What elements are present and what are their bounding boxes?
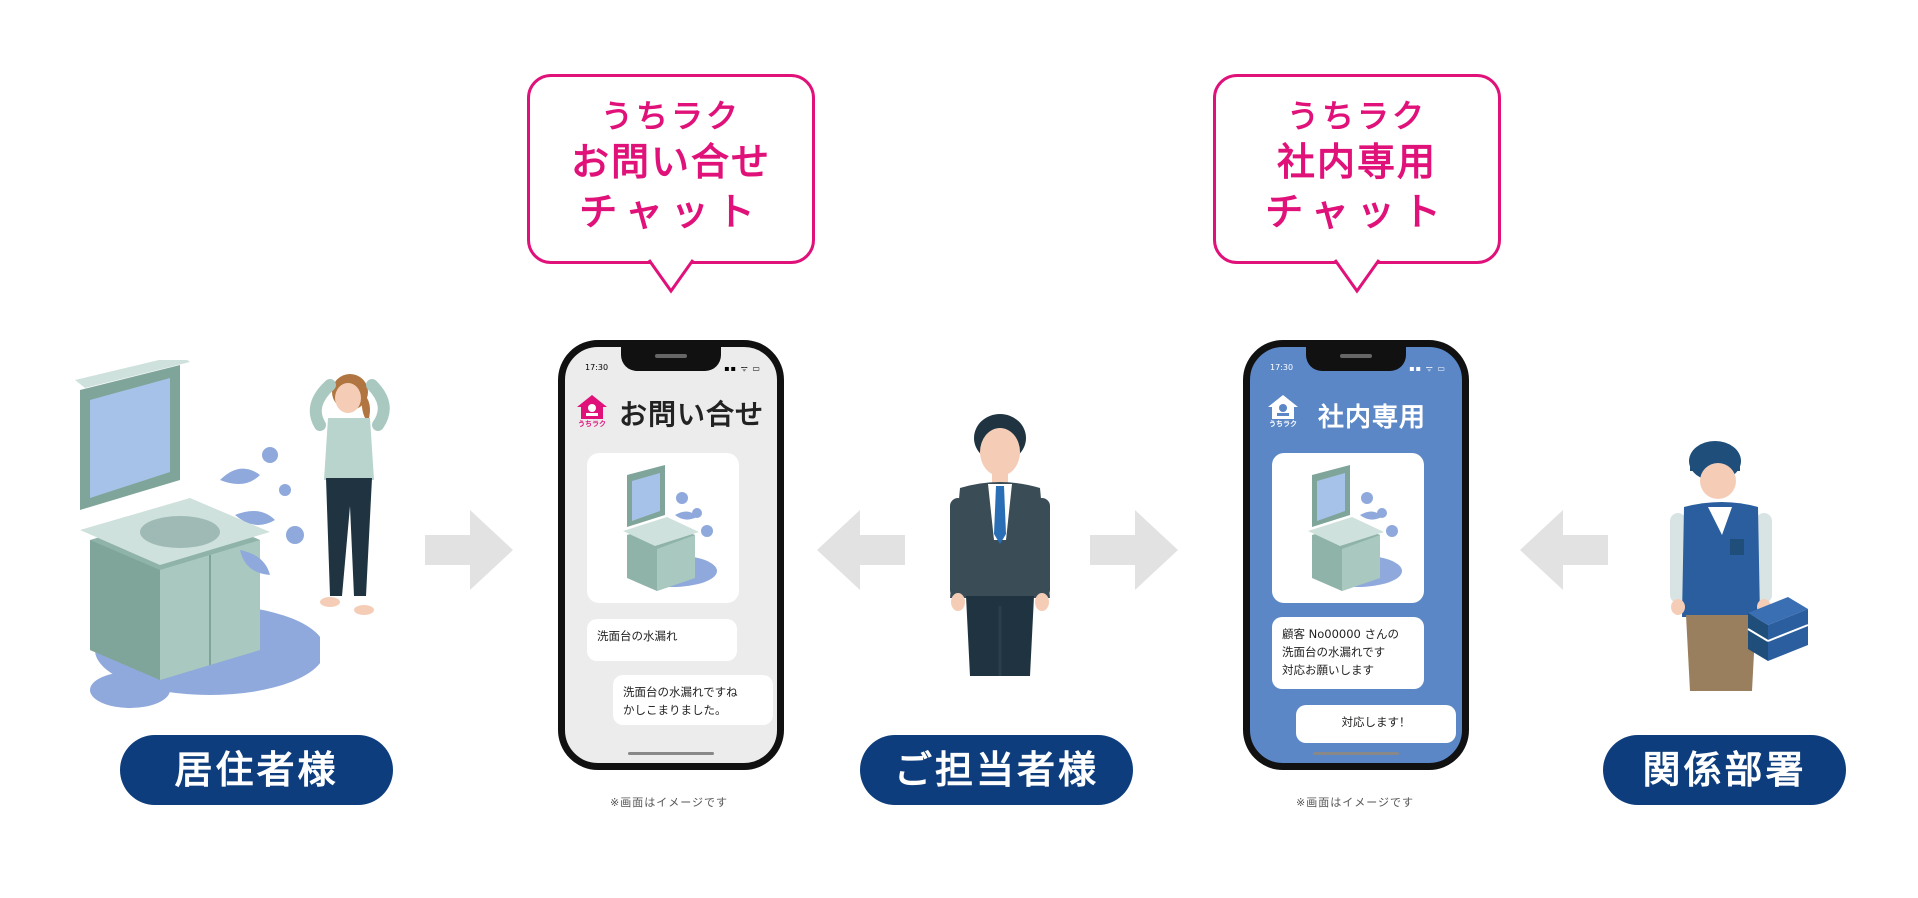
bubble-brand: うちラク [600,97,741,135]
arrow-left-icon [817,510,905,590]
uchiraku-logo-icon: うちラク [1266,393,1300,429]
chat-bubble-inquiry: うちラク お問い合せ チャット [527,74,815,264]
chat-message-user: 洗面台の水漏れ [587,619,737,661]
home-indicator [1313,752,1399,755]
message-text-line2: かしこまりました。 [623,703,727,717]
bubble-brand: うちラク [1286,97,1427,135]
leaking-sink-thumbnail-icon [1308,465,1402,591]
bubble-tail-internal [1333,258,1381,294]
status-time: 17:30 [1270,363,1294,372]
chat-message-reply: 洗面台の水漏れですね かしこまりました。 [613,675,773,725]
message-text-line1: 顧客 No00000 さんの [1282,627,1400,641]
phone-notch [1306,347,1406,371]
bubble-subtitle: チャット [1265,190,1449,234]
bubble-tail-inquiry [647,258,695,294]
chat-bubble-internal: うちラク 社内専用 チャット [1213,74,1501,264]
arrow-right-icon [1090,510,1178,590]
leaking-sink-illustration [75,360,320,708]
bubble-title: お問い合せ [570,140,771,184]
sink-photo-message [587,453,739,603]
chat-title: お問い合せ [619,398,765,431]
arrow-left-icon [1520,510,1608,590]
role-label-staff: ご担当者様 [860,735,1133,805]
leaking-sink-thumbnail-icon [623,465,717,591]
message-text-line3: 対応お願いします [1282,663,1374,677]
logo-text: うちラク [1269,420,1297,428]
phone-inquiry-chat: 17:30 ▪▪ ᯤ ▭ うちラク お問い合せ 洗面台の水漏れ 洗面台の水漏れで… [558,340,784,770]
home-indicator [628,752,714,755]
message-text: 洗面台の水漏れ [597,629,678,643]
bubble-subtitle: チャット [579,190,763,234]
status-icons: ▪▪ ᯤ ▭ [1409,364,1446,373]
role-label-resident: 居住者様 [120,735,393,805]
message-text-line2: 洗面台の水漏れです [1282,645,1386,659]
role-label-department: 関係部署 [1603,735,1846,805]
arrow-right-icon [425,510,513,590]
status-time: 17:30 [585,363,609,372]
message-text: 対応します！ [1341,715,1411,729]
logo-text: うちラク [578,420,606,428]
phone-notch [621,347,721,371]
chat-title: 社内専用 [1318,403,1427,433]
uchiraku-logo-icon: うちラク [575,393,609,429]
image-disclaimer: ※画面はイメージです [1296,796,1414,809]
status-icons: ▪▪ ᯤ ▭ [724,364,761,373]
bubble-title: 社内専用 [1276,140,1437,184]
chat-message-request: 顧客 No00000 さんの 洗面台の水漏れです 対応お願いします [1272,617,1424,689]
staff-businessman-illustration [950,414,1050,676]
image-disclaimer: ※画面はイメージです [610,796,728,809]
message-text-line1: 洗面台の水漏れですね [623,685,738,699]
phone-internal-chat: 17:30 ▪▪ ᯤ ▭ うちラク 社内専用 顧客 No00000 さんの 洗面… [1243,340,1469,770]
department-worker-illustration [1670,441,1809,691]
chat-message-reply: 対応します！ [1296,705,1456,743]
resident-woman-illustration [309,374,390,615]
sink-photo-message [1272,453,1424,603]
